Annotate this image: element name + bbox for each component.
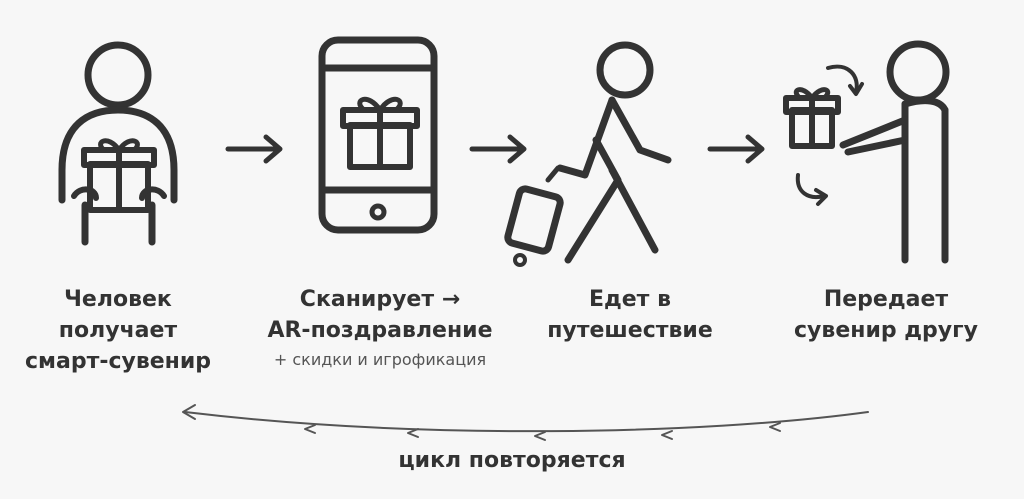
step-4-line: сувенир другу <box>794 318 978 343</box>
flow-arrow <box>469 134 527 164</box>
step-1-line: Человек <box>64 287 172 312</box>
person-giving-gift-icon <box>783 40 950 264</box>
step-1-line: получает <box>58 318 178 343</box>
step-2-label: Сканирует → AR-поздравление + скидки и и… <box>250 284 510 372</box>
traveler-with-suitcase-icon <box>504 41 672 267</box>
smartphone-gift-icon <box>318 36 438 234</box>
step-3-line: Едет в <box>588 287 672 312</box>
step-3-line: путешествие <box>547 318 713 343</box>
step-2-line: Сканирует → <box>299 287 461 312</box>
step-4-line: Передает <box>823 287 949 312</box>
step-3-label: Едет в путешествие <box>530 284 730 346</box>
flow-arrow <box>707 134 765 164</box>
step-2-note: + скидки и игрофикация <box>273 350 487 369</box>
step-1-label: Человек получает смарт-сувенир <box>18 284 218 377</box>
step-1-line: смарт-сувенир <box>24 349 212 374</box>
step-2-line: AR-поздравление <box>267 318 493 343</box>
cycle-return-arrow <box>182 404 869 441</box>
step-4-label: Передает сувенир другу <box>770 284 1002 346</box>
person-holding-gift-icon <box>58 41 178 246</box>
cycle-label: цикл повторяется <box>398 448 626 473</box>
flow-arrow <box>225 134 283 164</box>
